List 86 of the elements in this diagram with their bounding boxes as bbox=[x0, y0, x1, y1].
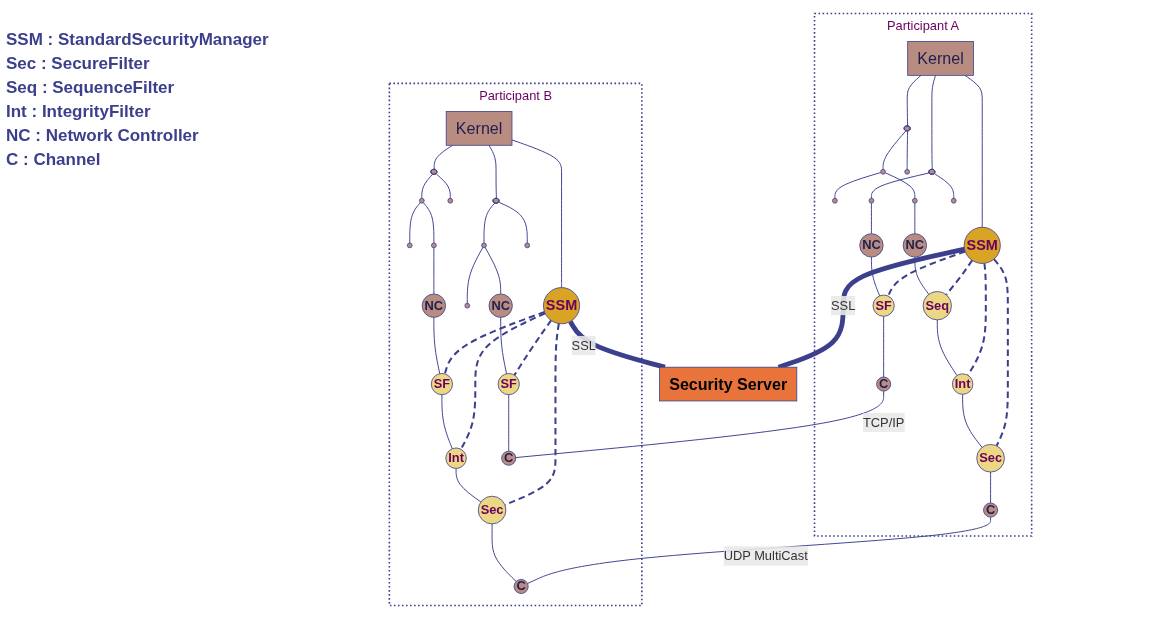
connector bbox=[435, 173, 451, 199]
abbreviation-key-line: SSM : StandardSecurityManager bbox=[6, 30, 270, 50]
node-circle: C bbox=[876, 376, 892, 392]
node-circle: SSM bbox=[543, 287, 581, 325]
connector bbox=[409, 202, 421, 244]
node-circle bbox=[481, 242, 487, 249]
connector bbox=[914, 202, 916, 235]
connector bbox=[433, 316, 441, 375]
node-circle bbox=[419, 197, 425, 204]
node-circle: Sec bbox=[477, 495, 507, 525]
node-circle bbox=[880, 169, 886, 175]
connector bbox=[443, 310, 545, 375]
connector bbox=[887, 250, 966, 297]
connector bbox=[513, 319, 552, 376]
abbreviation-key-line: C : Channel bbox=[6, 150, 102, 170]
edge-label: UDP MultiCast bbox=[723, 548, 808, 563]
node-circle: C bbox=[513, 579, 529, 594]
edge-label: SSL bbox=[831, 298, 856, 313]
node-circle: Seq bbox=[922, 291, 952, 321]
node-circle bbox=[447, 197, 454, 204]
node-circle bbox=[431, 242, 437, 249]
connector bbox=[527, 516, 992, 584]
node-circle: NC bbox=[488, 293, 513, 318]
connector bbox=[870, 172, 930, 199]
node-circle: NC bbox=[902, 233, 927, 258]
node-box: Kernel bbox=[907, 41, 974, 76]
connector bbox=[884, 172, 916, 199]
abbreviation-key-line: NC : Network Controller bbox=[6, 126, 200, 146]
connector bbox=[882, 130, 907, 170]
abbreviation-key-line: Sec : SecureFilter bbox=[6, 54, 151, 74]
connector bbox=[484, 247, 502, 295]
connector bbox=[433, 144, 454, 171]
connector bbox=[488, 144, 497, 200]
connector bbox=[433, 247, 435, 295]
abbreviation-key-line: Int : IntegrityFilter bbox=[6, 102, 152, 122]
node-circle bbox=[950, 197, 957, 204]
connector bbox=[962, 393, 983, 448]
connector bbox=[906, 74, 922, 127]
node-circle bbox=[868, 197, 875, 204]
edge-label: SSL bbox=[571, 338, 596, 352]
connector bbox=[883, 315, 885, 378]
node-circle: SF bbox=[430, 373, 453, 396]
connector bbox=[515, 390, 885, 459]
connector bbox=[491, 523, 517, 582]
node-box: Kernel bbox=[445, 111, 513, 146]
connector bbox=[931, 74, 936, 171]
connector bbox=[934, 173, 955, 199]
node-circle bbox=[912, 197, 918, 204]
connector bbox=[936, 319, 958, 376]
node-circle: SF bbox=[872, 294, 895, 317]
node-circle: SSM bbox=[963, 226, 1001, 264]
node-box: Security Server bbox=[659, 366, 798, 402]
connector bbox=[422, 202, 435, 244]
node-circle bbox=[464, 302, 471, 309]
node-circle: NC bbox=[859, 233, 884, 258]
connector bbox=[870, 256, 881, 297]
node-circle: Sec bbox=[976, 444, 1005, 473]
node-circle: C bbox=[983, 502, 999, 518]
node-circle: SF bbox=[497, 373, 520, 396]
node-circle bbox=[904, 169, 910, 175]
abbreviation-key-line: Seq : SequenceFilter bbox=[6, 78, 176, 98]
edge-label: TCP/IP bbox=[862, 415, 905, 430]
connector bbox=[834, 172, 882, 199]
connector bbox=[511, 139, 563, 289]
connector bbox=[498, 201, 528, 244]
connector bbox=[500, 316, 508, 375]
node-circle: Int bbox=[445, 447, 467, 469]
node-circle: Int bbox=[951, 373, 974, 395]
connector bbox=[964, 74, 983, 228]
connector bbox=[508, 394, 510, 452]
connector bbox=[906, 130, 909, 170]
node-circle bbox=[524, 242, 531, 249]
connector bbox=[993, 258, 1009, 447]
connector bbox=[460, 312, 546, 450]
connector bbox=[421, 173, 433, 199]
node-circle bbox=[832, 197, 838, 204]
connector bbox=[990, 471, 992, 504]
connector bbox=[870, 202, 872, 235]
node-circle bbox=[406, 242, 413, 249]
connector bbox=[568, 320, 666, 370]
connector bbox=[483, 202, 496, 244]
connector bbox=[466, 247, 484, 304]
connector bbox=[455, 468, 482, 503]
connector bbox=[441, 394, 453, 450]
node-circle: C bbox=[501, 450, 517, 466]
node-circle: NC bbox=[421, 293, 446, 318]
